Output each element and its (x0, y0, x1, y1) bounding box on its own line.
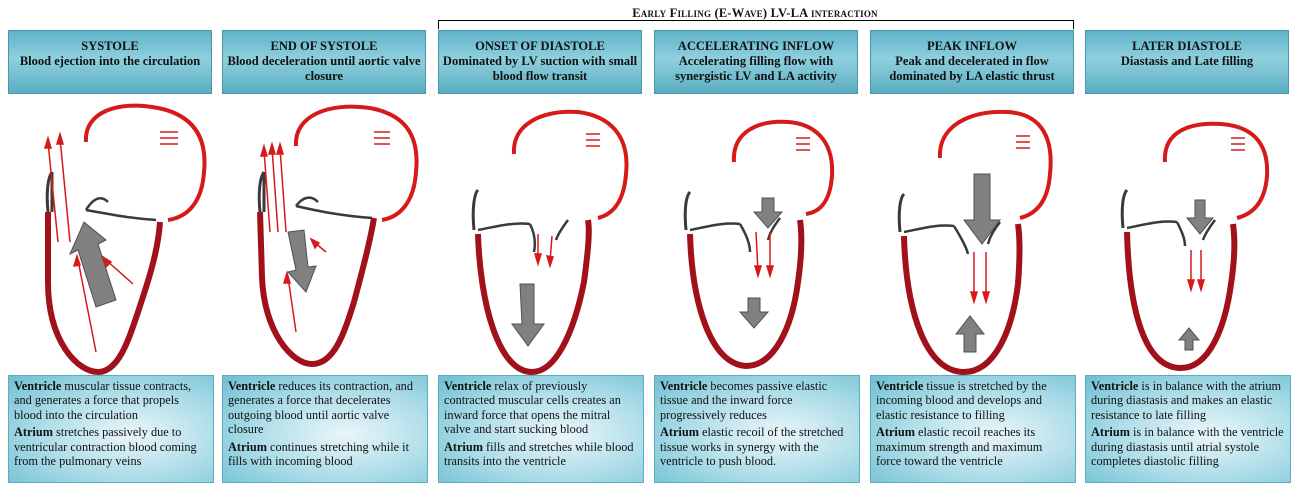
heart-diagram (438, 102, 644, 402)
force-arrow-ventricle (740, 298, 768, 328)
ventricle-wall (690, 220, 801, 366)
ventricle-wall (904, 224, 1020, 372)
heart-diagram (654, 102, 860, 402)
ventricle-term: Ventricle (444, 379, 491, 393)
ventricle-wall (1127, 224, 1234, 368)
panel-title: LATER DIASTOLE (1086, 39, 1288, 54)
panel-header: ACCELERATING INFLOW Accelerating filling… (654, 30, 858, 94)
panel-peak-inflow: PEAK INFLOW Peak and decelerated in flow… (870, 30, 1076, 480)
panel-header: END OF SYSTOLE Blood deceleration until … (222, 30, 426, 94)
ventricle-term: Ventricle (14, 379, 61, 393)
heart-diagram (870, 102, 1076, 402)
atrium-term: Atrium (876, 425, 915, 439)
force-arrow-ventricle (1179, 328, 1199, 350)
heart-diagram (8, 102, 214, 402)
force-arrow-ventricle (956, 316, 984, 352)
panel-subtitle: Blood ejection into the circulation (9, 54, 211, 69)
atrium-term: Atrium (14, 425, 53, 439)
aortic-valve (685, 192, 690, 230)
panel-end-of-systole: END OF SYSTOLE Blood deceleration until … (222, 30, 428, 480)
aortic-valve (473, 190, 478, 230)
panel-title: PEAK INFLOW (871, 39, 1073, 54)
atrium-term: Atrium (660, 425, 699, 439)
force-arrow-atrium (754, 198, 782, 228)
panel-description: Ventricle becomes passive elastic tissue… (654, 375, 860, 483)
mitral-valve (478, 220, 568, 252)
atrium-term: Atrium (228, 440, 267, 454)
aortic-valve (259, 172, 264, 212)
aortic-valve (899, 194, 904, 232)
bracket-title: Early Filling (E-Wave) LV-LA interaction (438, 6, 1072, 21)
panel-description: Ventricle tissue is stretched by the inc… (870, 375, 1076, 483)
ventricle-wall (260, 212, 374, 364)
ventricle-term: Ventricle (228, 379, 275, 393)
panel-header: PEAK INFLOW Peak and decelerated in flow… (870, 30, 1074, 94)
panel-subtitle: Accelerating filling flow with synergist… (655, 54, 857, 84)
ventricle-term: Ventricle (876, 379, 923, 393)
force-arrow-atrium (964, 174, 1000, 244)
force-arrow (512, 284, 544, 346)
panel-title: ONSET OF DIASTOLE (439, 39, 641, 54)
aortic-valve (1122, 190, 1127, 228)
panel-onset-of-diastole: ONSET OF DIASTOLE Dominated by LV suctio… (438, 30, 644, 480)
panel-systole: SYSTOLE Blood ejection into the circulat… (8, 30, 214, 480)
mitral-valve (86, 198, 156, 220)
atrium-term: Atrium (444, 440, 483, 454)
panel-header: SYSTOLE Blood ejection into the circulat… (8, 30, 212, 94)
panel-subtitle: Diastasis and Late filling (1086, 54, 1288, 69)
panel-accelerating-inflow: ACCELERATING INFLOW Accelerating filling… (654, 30, 860, 480)
panel-subtitle: Peak and decelerated in flow dominated b… (871, 54, 1073, 84)
panel-description: Ventricle reduces its contraction, and g… (222, 375, 428, 483)
heart-diagram (1085, 102, 1291, 402)
panel-description: Ventricle muscular tissue contracts, and… (8, 375, 214, 483)
panel-description: Ventricle is in balance with the atrium … (1085, 375, 1291, 483)
panel-header: LATER DIASTOLE Diastasis and Late fillin… (1085, 30, 1289, 94)
mitral-valve (296, 198, 372, 218)
panel-title: SYSTOLE (9, 39, 211, 54)
panel-subtitle: Blood deceleration until aortic valve cl… (223, 54, 425, 84)
ventricle-term: Ventricle (660, 379, 707, 393)
panel-title: ACCELERATING INFLOW (655, 39, 857, 54)
early-filling-bracket (438, 20, 1074, 29)
panel-title: END OF SYSTOLE (223, 39, 425, 54)
panel-header: ONSET OF DIASTOLE Dominated by LV suctio… (438, 30, 642, 94)
panel-description: Ventricle relax of previously contracted… (438, 375, 644, 483)
panel-subtitle: Dominated by LV suction with small blood… (439, 54, 641, 84)
panel-later-diastole: LATER DIASTOLE Diastasis and Late fillin… (1085, 30, 1291, 480)
ventricle-term: Ventricle (1091, 379, 1138, 393)
atrium-term: Atrium (1091, 425, 1130, 439)
heart-diagram (222, 102, 428, 402)
